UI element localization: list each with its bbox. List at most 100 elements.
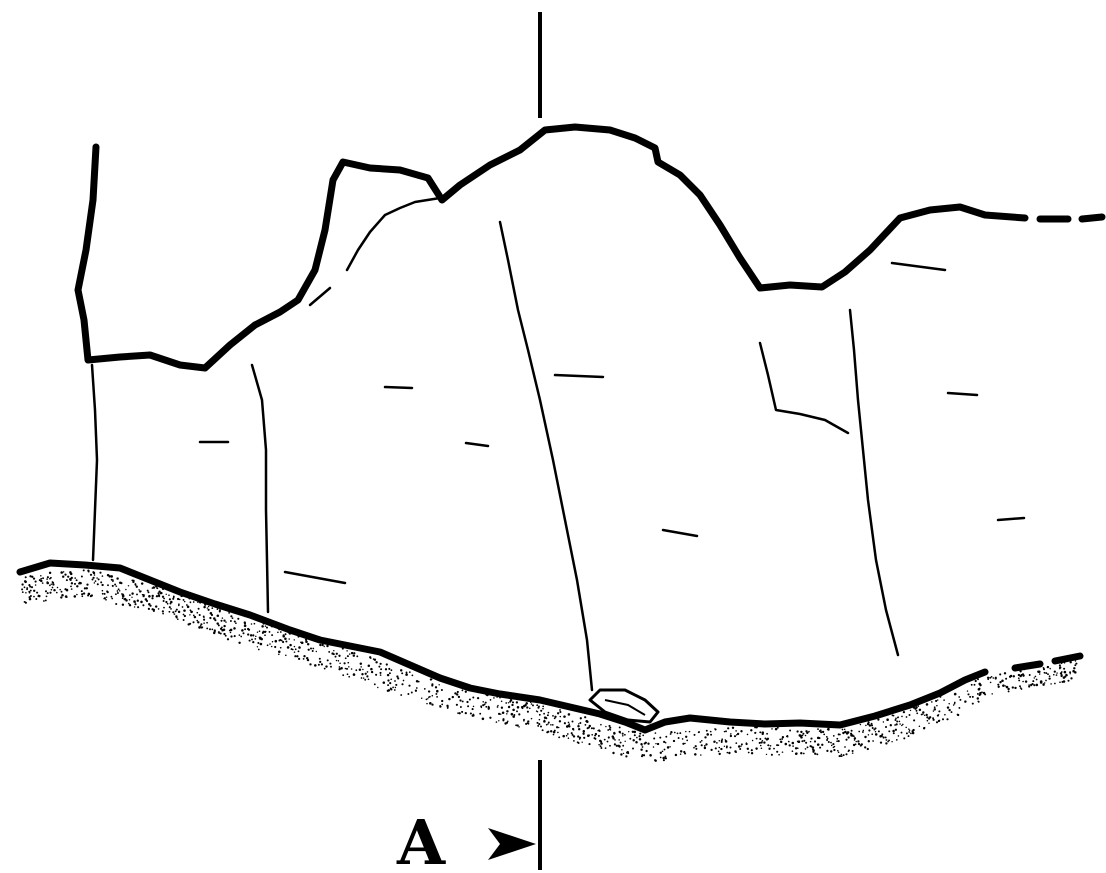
- ground-stipple-dot: [218, 632, 220, 634]
- ground-stipple-dot: [259, 637, 262, 640]
- ground-stipple-dot: [387, 684, 390, 687]
- ground-stipple-dot: [274, 639, 278, 643]
- ground-surface-line: [16, 559, 989, 734]
- ground-stipple-dot: [853, 735, 855, 738]
- ground-stipple-dot: [539, 725, 543, 728]
- ground-stipple-dot: [766, 732, 769, 735]
- ground-stipple-dot: [700, 754, 702, 756]
- ground-stipple-dot: [435, 692, 438, 695]
- ground-stipple-dot: [401, 683, 404, 686]
- ground-stipple-dot: [958, 706, 961, 709]
- ground-stipple-dot: [836, 737, 839, 740]
- ground-stipple-dot: [609, 744, 611, 747]
- ground-stipple-dot: [821, 730, 825, 734]
- ground-stipple-dot: [183, 609, 186, 612]
- ground-stipple-dot: [168, 606, 171, 609]
- ground-stipple-dot: [516, 710, 518, 713]
- ground-stipple-dot: [821, 743, 824, 746]
- ground-stipple-dot: [366, 671, 369, 673]
- ground-stipple-dot: [61, 594, 64, 597]
- ground-stipple-dot: [915, 709, 918, 712]
- ground-stipple-dot: [145, 599, 149, 603]
- ground-stipple-dot: [471, 708, 474, 711]
- ground-stipple-dot: [386, 673, 390, 677]
- ground-stipple-dot: [76, 593, 78, 596]
- ground-stipple-dot: [638, 735, 641, 738]
- ground-stipple-dot: [549, 730, 553, 733]
- ground-stipple-dot: [135, 585, 138, 588]
- ground-stipple-dot: [116, 577, 119, 580]
- ground-stipple-dot: [50, 583, 53, 585]
- ground-stipple-dot: [36, 591, 39, 594]
- ground-stipple-dot: [199, 625, 202, 627]
- ground-stipple-dot: [438, 684, 440, 686]
- ground-stipple-dot: [530, 717, 533, 720]
- ground-stipple-dot: [347, 661, 350, 664]
- ground-stipple-dot: [631, 730, 635, 734]
- ground-stipple-dot: [158, 590, 161, 593]
- ground-stipple-dot: [142, 604, 145, 607]
- ground-stipple-dot: [759, 731, 762, 734]
- ground-stipple-dot: [621, 732, 624, 735]
- ground-stipple-dot: [320, 663, 324, 666]
- ground-stipple-dot: [46, 576, 49, 579]
- ground-stipple-dot: [582, 732, 585, 735]
- ground-stipple-dot: [101, 583, 104, 587]
- ground-stipple-dot: [694, 745, 697, 748]
- ground-stipple-dot: [142, 593, 145, 597]
- ground-stipple-dot: [62, 575, 65, 578]
- ground-stipple-dot: [221, 629, 224, 632]
- ground-stipple-dot: [981, 691, 983, 694]
- ground-stipple-dot: [334, 655, 337, 658]
- ground-stipple-dot: [48, 571, 52, 575]
- ground-stipple-dot: [905, 726, 907, 729]
- ground-stipple-dot: [89, 573, 93, 576]
- ground-stipple-dot: [622, 744, 625, 747]
- ground-stipple-dot: [81, 595, 84, 598]
- ground-stipple-dot: [933, 706, 936, 709]
- ground-stipple-dot: [189, 614, 191, 616]
- ground-stipple-dot: [165, 600, 168, 604]
- ground-stipple-dot: [700, 744, 703, 747]
- ground-stipple-dot: [387, 689, 391, 692]
- ground-stipple-dot: [467, 705, 470, 708]
- ground-stipple-dot: [713, 740, 716, 743]
- ground-stipple-dot: [776, 750, 779, 753]
- ground-stipple-dot: [163, 597, 166, 600]
- ground-stipple-dot: [905, 732, 908, 735]
- ground-stipple-dot: [484, 701, 487, 704]
- ground-stipple-dot: [396, 675, 399, 678]
- ground-stipple-dot: [816, 753, 819, 756]
- ground-stipple-dot: [397, 677, 400, 680]
- ground-stipple-dot: [29, 589, 32, 592]
- ground-stipple-dot: [261, 631, 264, 634]
- ground-stipple-dot: [81, 593, 84, 596]
- ground-stipple-dot: [773, 747, 775, 750]
- ground-stipple-dot: [552, 733, 555, 736]
- ground-stipple-dot: [572, 729, 575, 731]
- ground-stipple-dot: [343, 662, 346, 665]
- ground-stipple-dot: [870, 724, 874, 727]
- ground-stipple-dot: [600, 742, 603, 745]
- ground-stipple-dot: [840, 753, 843, 756]
- ground-stipple-dot: [941, 718, 945, 721]
- ground-stipple-dot: [149, 604, 152, 607]
- ground-stipple-dot: [759, 744, 762, 747]
- ground-stipple-dot: [170, 608, 172, 610]
- ground-stipple-dot: [161, 610, 164, 613]
- ground-stipple-dot: [663, 740, 666, 744]
- ground-stipple-dot: [820, 731, 823, 734]
- ground-stipple-dot: [214, 619, 217, 622]
- ground-stipple-dot: [567, 724, 570, 727]
- ground-stipple-dot: [106, 573, 110, 577]
- ground-stipple-dot: [29, 585, 32, 588]
- ground-stipple-dot: [858, 730, 861, 733]
- ground-stipple-dot: [134, 603, 137, 606]
- ground-stipple-dot: [559, 709, 561, 711]
- ground-stipple-dot: [93, 574, 96, 576]
- ground-stipple-dot: [1048, 675, 1051, 678]
- ground-stipple-dot: [303, 655, 306, 658]
- ground-stipple-dot: [346, 673, 349, 676]
- ground-stipple-dot: [598, 743, 600, 746]
- ground-stipple-dot: [198, 613, 201, 617]
